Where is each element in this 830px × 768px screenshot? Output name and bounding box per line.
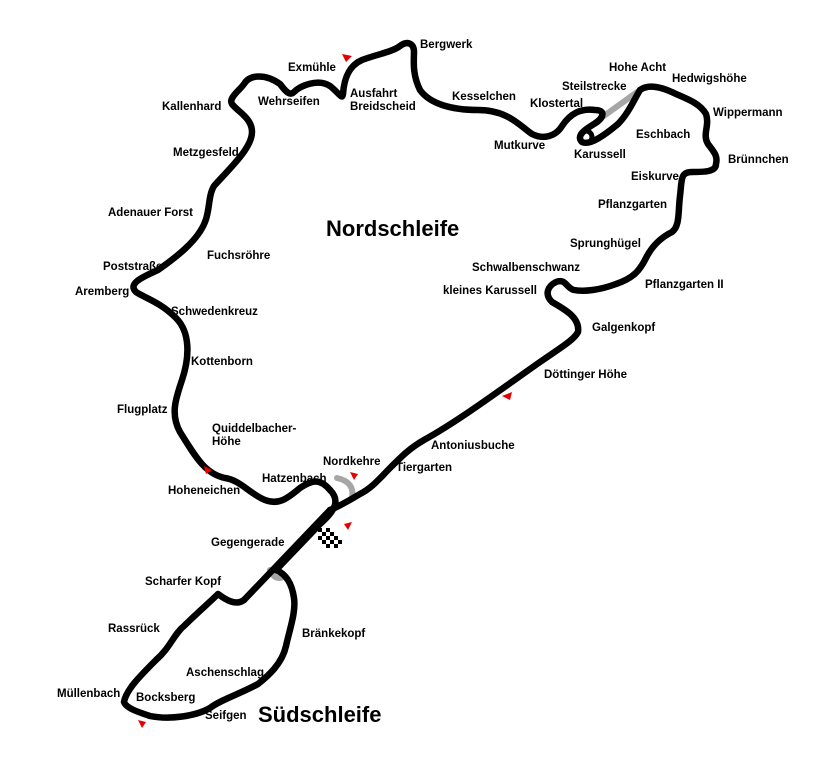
corner-label-kallenhard: Kallenhard [162,101,222,113]
corner-label-ausfahrt-breidscheid: Ausfahrt Breidscheid [350,88,416,113]
corner-label-kottenborn: Kottenborn [191,356,253,368]
corner-label-tiergarten: Tiergarten [396,462,453,474]
direction-arrow [138,720,146,728]
corner-label-sprunghuegel: Sprunghügel [570,238,641,250]
direction-arrow [502,392,512,400]
corner-label-hoheneichen: Hoheneichen [168,485,241,497]
corner-label-kleines-karussell: kleines Karussell [443,285,537,297]
direction-arrow [350,472,358,480]
start-finish-flag [318,528,342,548]
corner-label-bruennchen: Brünnchen [728,154,789,166]
direction-arrow [204,466,212,474]
corner-label-pflanzgarten-ii: Pflanzgarten II [645,279,724,291]
steilstrecke-bypass [598,87,643,121]
nordschleife-title: Nordschleife [326,216,460,241]
corner-label-antoniusbuche: Antoniusbuche [431,440,515,452]
corner-label-hatzenbach: Hatzenbach [262,473,327,485]
corner-label-schwedenkreuz: Schwedenkreuz [171,306,258,318]
corner-label-fuchsroehre: Fuchsröhre [207,250,271,262]
corner-label-flugplatz: Flugplatz [117,404,168,416]
direction-markers [138,54,512,728]
corner-label-aremberg: Aremberg [75,286,130,298]
corner-label-wippermann: Wippermann [713,107,783,119]
corner-label-steilstrecke: Steilstrecke [562,81,627,93]
corner-label-seifgen: Seifgen [205,710,247,722]
start-finish-straight [240,486,339,604]
direction-arrow [342,54,352,62]
suedschleife-track [120,566,298,721]
corner-label-adenauer-forst: Adenauer Forst [108,207,193,219]
bypass-sections [267,87,643,581]
corner-label-kesselchen: Kesselchen [452,91,516,103]
corner-label-nordkehre: Nordkehre [323,456,381,468]
corner-label-galgenkopf: Galgenkopf [592,322,656,334]
corner-label-exmuehle: Exmühle [288,62,336,74]
corner-label-bergwerk: Bergwerk [420,39,473,51]
corner-label-klostertal: Klostertal [530,98,584,110]
corner-label-hedwigshoehe: Hedwigshöhe [672,73,747,85]
corner-label-bocksberg: Bocksberg [136,692,196,704]
corner-label-eschbach: Eschbach [636,129,691,141]
corner-label-doettinger-hoehe: Döttinger Höhe [544,369,628,381]
corner-label-schwalbenschwanz: Schwalbenschwanz [472,262,581,274]
corner-label-karussell: Karussell [574,149,626,161]
corner-label-poststrasse: Poststraße [103,261,163,273]
corner-label-hohe-acht: Hohe Acht [609,62,667,74]
direction-arrow [344,522,352,530]
corner-label-aschenschlag: Aschenschlag [186,667,264,679]
suedschleife-title: Südschleife [258,702,382,727]
corner-label-metzgesfeld: Metzgesfeld [173,147,239,159]
nordschleife-track [130,39,720,514]
corner-label-scharfer-kopf: Scharfer Kopf [145,576,222,588]
nordkehre-bypass [334,475,356,501]
corner-label-gegengerade: Gegengerade [211,537,285,549]
corner-label-eiskurve: Eiskurve [631,171,679,183]
corner-label-mutkurve: Mutkurve [494,140,546,152]
corner-label-braenkekopf: Bränkekopf [302,628,366,640]
corner-label-wehrseifen: Wehrseifen [258,96,320,108]
corner-label-muellenbach: Müllenbach [57,688,121,700]
karussell-loop [577,128,595,146]
corner-label-quiddelbacher-hoehe: Quiddelbacher- Höhe [212,423,297,448]
corner-label-pflanzgarten: Pflanzgarten [598,199,668,211]
corner-label-rassrueck: Rassrück [108,623,160,635]
